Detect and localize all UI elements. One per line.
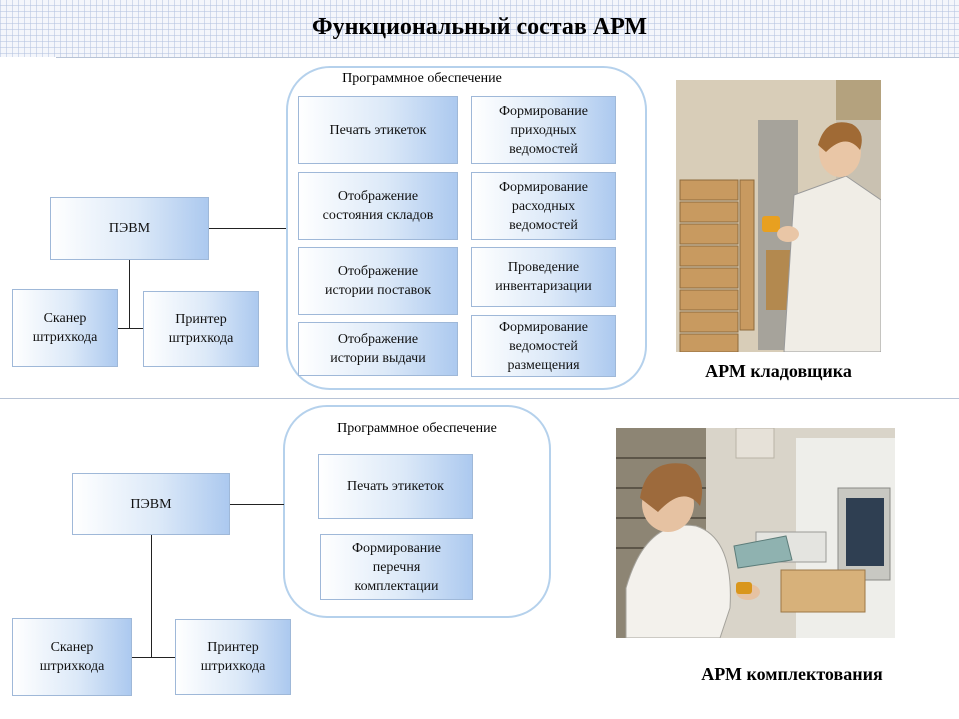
software-item: Печать этикеток (318, 454, 473, 519)
pc-box: ПЭВМ (72, 473, 230, 535)
caption-picker: АРМ комплектования (701, 664, 883, 684)
software-panel-label: Программное обеспечение (337, 421, 497, 436)
caption-storekeeper: АРМ кладовщика (705, 361, 852, 381)
connector-line (118, 328, 143, 329)
software-panel-label: Программное обеспечение (342, 71, 502, 86)
printer-box: Принтер штрихкода (143, 291, 259, 367)
connector-line (131, 657, 176, 658)
header-rule (56, 57, 959, 58)
pc-box: ПЭВМ (50, 197, 209, 260)
page-title: Функциональный состав АРМ (311, 14, 648, 40)
connector-line (129, 260, 130, 328)
printer-box: Принтер штрихкода (175, 619, 291, 695)
scanner-box: Сканер штрихкода (12, 618, 132, 696)
software-item: Проведение инвентаризации (471, 247, 616, 307)
connector-line (230, 504, 284, 505)
software-item: Отображение истории выдачи (298, 322, 458, 376)
connector-line (209, 228, 286, 229)
section-divider (0, 398, 959, 399)
picker-photo (616, 428, 895, 638)
software-item: Печать этикеток (298, 96, 458, 164)
storekeeper-photo (676, 80, 881, 352)
connector-line (151, 535, 152, 657)
software-item: Отображение состояния складов (298, 172, 458, 240)
scanner-box: Сканер штрихкода (12, 289, 118, 367)
software-item: Формирование расходных ведомостей (471, 172, 616, 240)
software-item: Формирование ведомостей размещения (471, 315, 616, 377)
software-item: Формирование перечня комплектации (320, 534, 473, 600)
header-band (0, 0, 959, 57)
software-item: Формирование приходных ведомостей (471, 96, 616, 164)
software-item: Отображение истории поставок (298, 247, 458, 315)
